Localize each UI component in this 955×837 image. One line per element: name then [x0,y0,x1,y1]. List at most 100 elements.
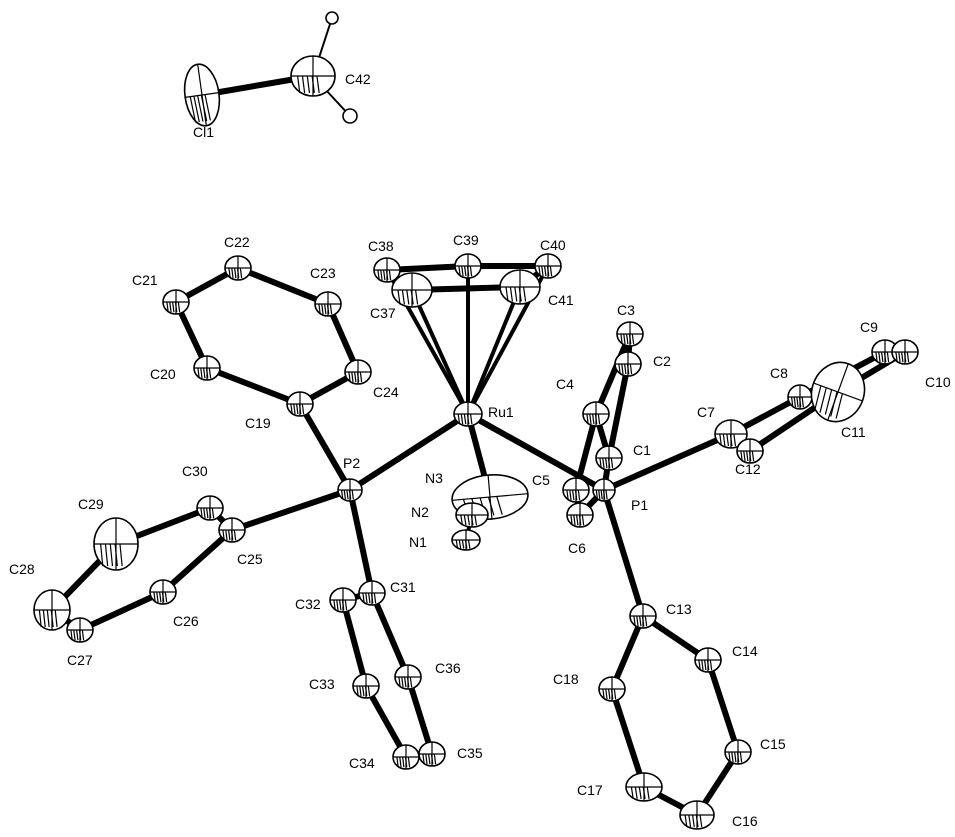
bond-P2-C19 [297,402,353,492]
atom-C38 [373,257,401,283]
atom-label-C6: C6 [568,540,586,556]
atom-C35 [418,741,446,767]
atom-C26 [149,579,177,605]
atom-label-C19: C19 [245,415,271,431]
atom-C16 [679,800,715,830]
atom-label-C8: C8 [770,365,788,381]
bond-C32-C33 [340,599,369,687]
atom-C3 [616,321,644,347]
bond-C33-C34 [363,684,409,759]
atom-label-C30: C30 [182,463,208,479]
bond-Ru1-C41 [466,286,522,415]
atom-C27 [66,617,94,643]
atom-C32 [329,587,357,613]
atom-label-C25: C25 [237,551,263,567]
atom-C34 [392,744,420,770]
atom-P2 [337,478,363,502]
atom-Ru1 [453,401,483,427]
atom-label-P1: P1 [631,497,648,513]
bond-C22-C23 [236,265,330,307]
bond-C18-C13 [609,614,646,691]
atom-C39 [454,253,482,279]
atom-C6 [566,502,594,528]
atom-label-C7: C7 [697,404,715,420]
atom-Cl1 [183,63,221,127]
atom-label-C32: C32 [295,596,321,612]
bond-P2-C25 [231,487,351,533]
atom-label-C13: C13 [666,601,692,617]
atom-label-C9: C9 [860,319,878,335]
atom-label-C24: C24 [373,384,399,400]
atom-C14 [694,647,722,673]
atom-C30 [196,495,224,521]
bond-P2-C31 [347,489,375,594]
bond-C26-C25 [160,527,235,595]
atom-label-C35: C35 [457,745,483,761]
atom-label-C39: C39 [453,232,479,248]
atom-C42 [290,55,336,97]
bond-C19-C20 [205,365,302,407]
atom-C25 [218,517,246,543]
atom-label-N3: N3 [425,470,443,486]
atom-N2 [455,502,489,528]
atom-label-C4: C4 [556,376,574,392]
bond-C27-C26 [78,589,165,633]
atom-label-N1: N1 [409,534,427,550]
atom-C20 [193,355,221,381]
atom-C41 [499,269,541,305]
atom-C2 [614,351,642,377]
atom-label-C12: C12 [735,461,761,477]
atom-C18 [598,676,626,702]
atom-C1 [595,445,623,471]
bond-C3-C4 [593,332,633,416]
atom-label-C27: C27 [67,652,93,668]
atom-label-C21: C21 [132,272,158,288]
bond-C14-C15 [705,659,741,753]
atom-label-Ru1: Ru1 [488,404,514,420]
atom-label-C17: C17 [577,782,603,798]
atom-label-C11: C11 [841,424,866,440]
atom-N1 [451,529,481,551]
bond-C4-C5 [573,413,599,491]
atom-C22 [224,255,252,281]
bond-C17-C18 [609,688,647,788]
atom-C36 [394,664,422,690]
bond-Ru1-P2 [348,411,470,493]
atom-C17 [625,772,663,802]
bond-P1-C13 [601,489,646,617]
atom-label-C14: C14 [732,643,758,659]
atom-label-C33: C33 [309,676,335,692]
atom-C8 [787,384,813,410]
atom-label-C15: C15 [760,736,786,752]
atom-label-C16: C16 [732,813,758,829]
atom-C31 [358,580,386,606]
atom-C7 [714,419,748,449]
atom-H42b [342,108,358,124]
atom-C24 [344,359,372,385]
atom-label-C37: C37 [370,305,396,321]
atom-C11 [810,361,866,423]
atom-C4 [582,401,610,427]
bond-C36-C31 [369,591,411,679]
atom-C29 [93,517,139,571]
atom-label-C10: C10 [925,374,951,390]
atom-C15 [724,739,752,765]
atom-label-C2: C2 [653,353,671,369]
atom-P1 [592,478,616,502]
atom-C10 [891,339,919,365]
atom-C5 [562,477,590,503]
atom-C13 [629,603,657,629]
atom-label-C36: C36 [435,660,461,676]
atom-label-C5: C5 [532,472,550,488]
atom-C19 [286,391,314,417]
atom-label-C18: C18 [553,671,579,687]
bond-C1-C2 [606,363,631,459]
atom-C28 [33,589,71,631]
atom-label-C41: C41 [548,292,574,308]
atom-C40 [534,253,562,279]
atom-label-C42: C42 [345,71,371,87]
atom-label-N2: N2 [411,504,429,520]
atom-label-C34: C34 [349,755,375,771]
